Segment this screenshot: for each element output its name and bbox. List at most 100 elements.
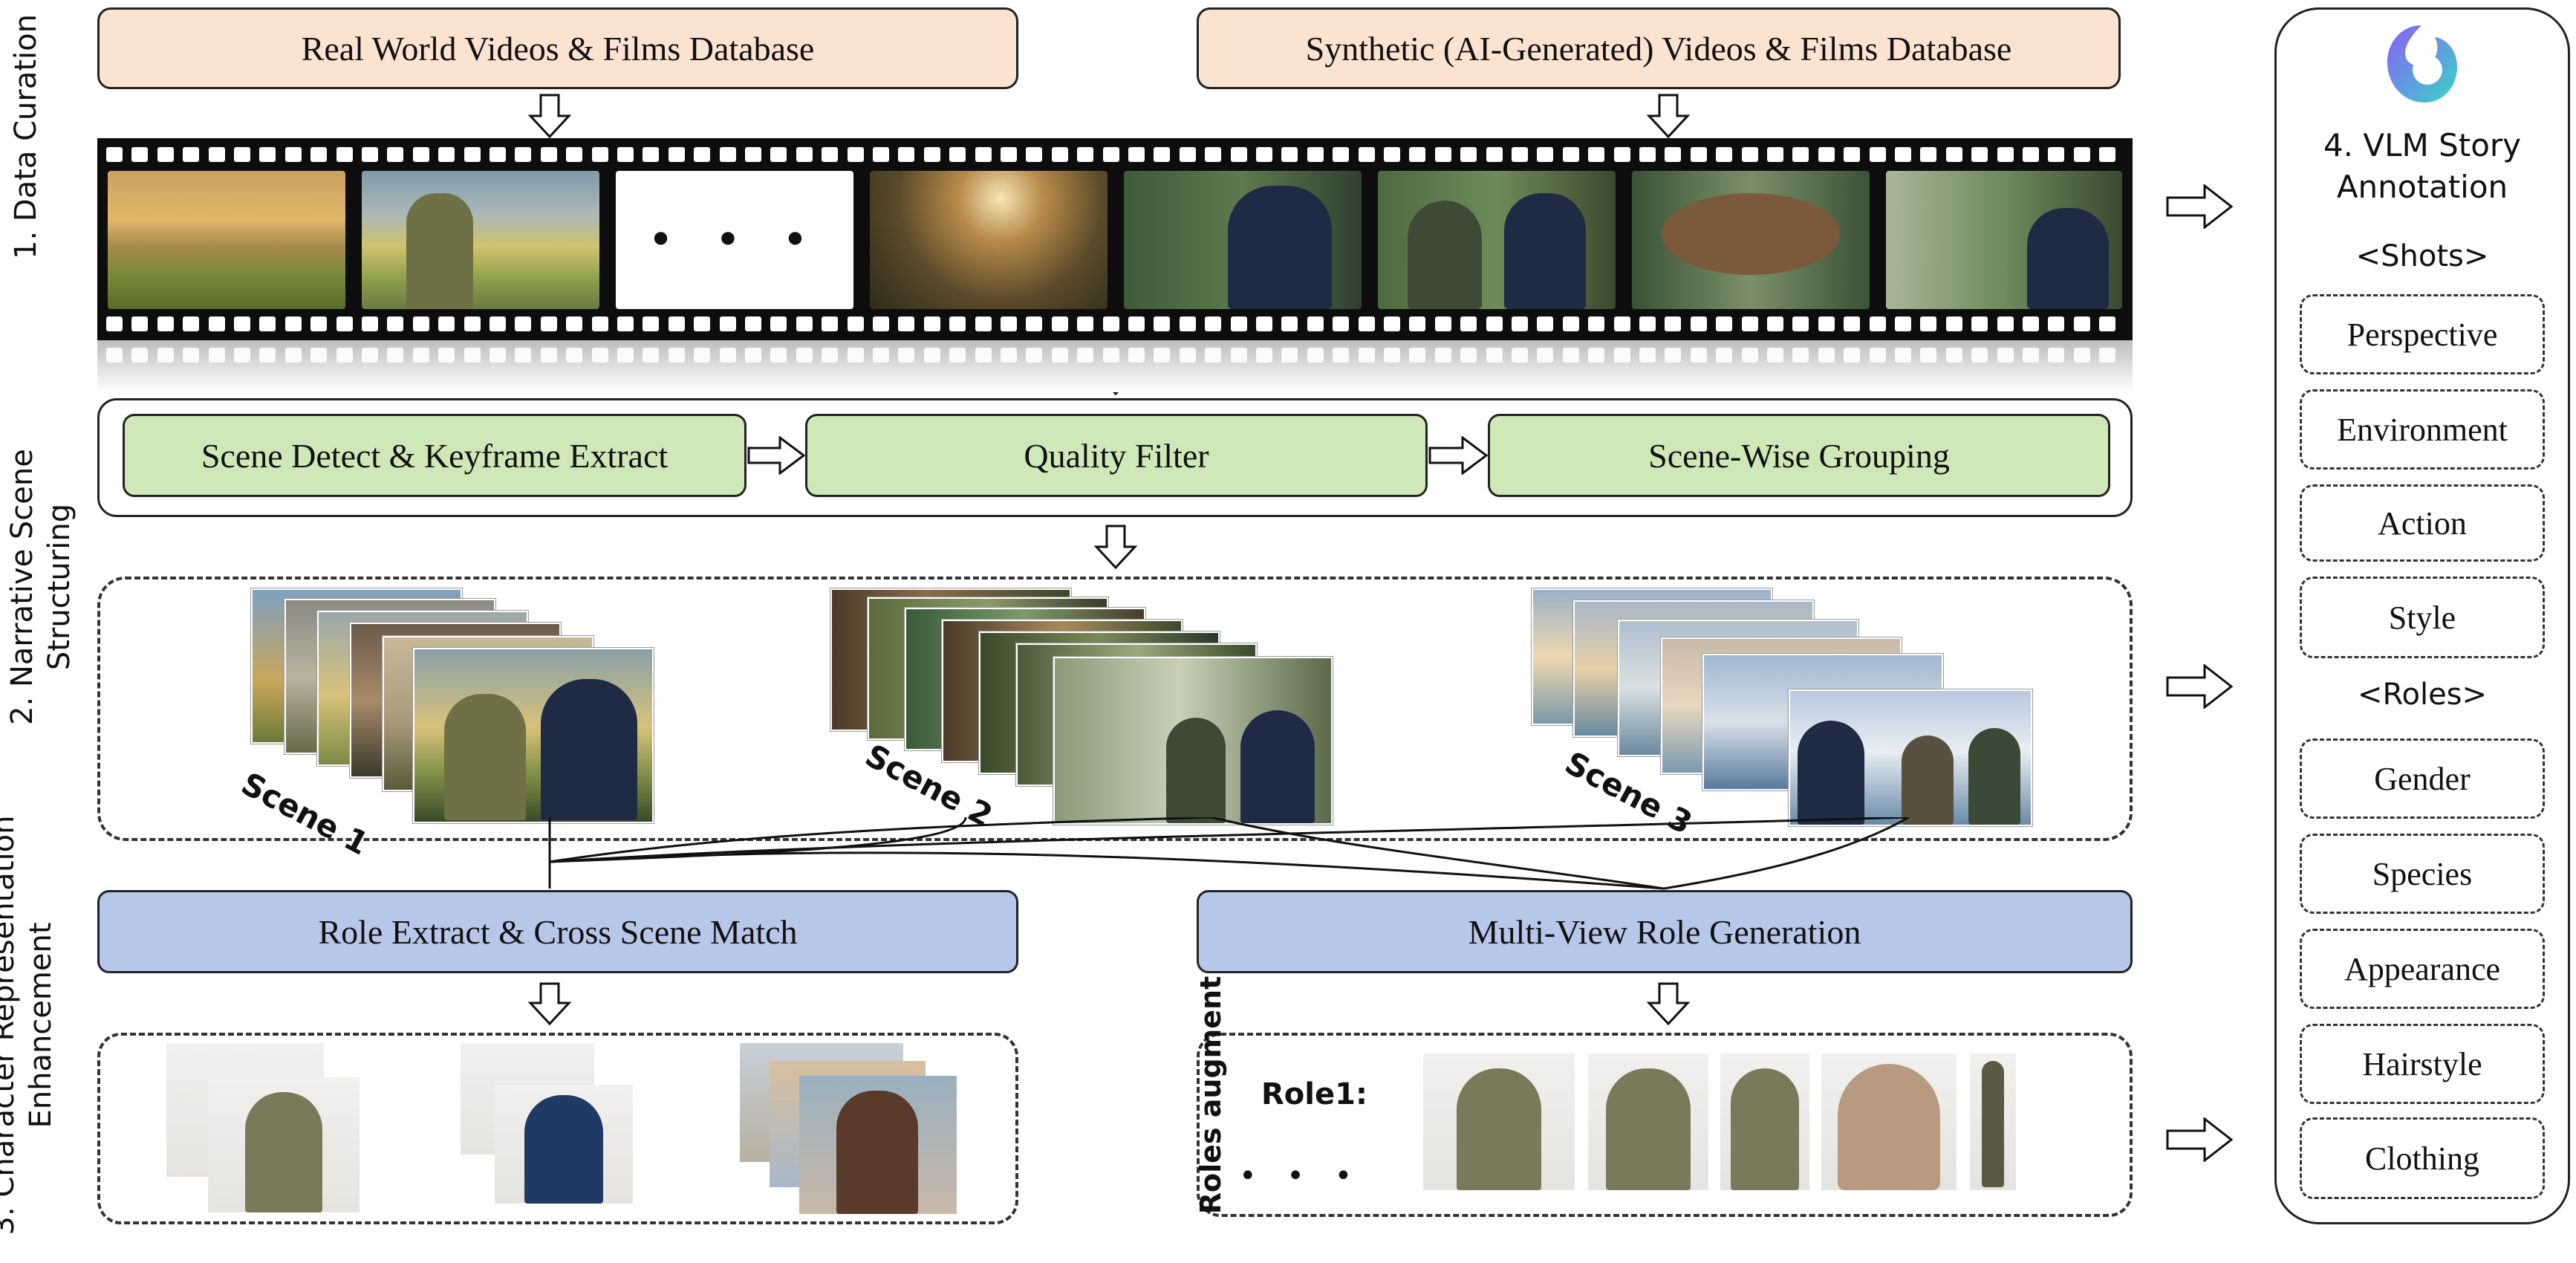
film-sprocket-hole [1307,147,1324,162]
film-sprocket-hole [873,348,889,363]
arrow-right-icon [747,436,805,475]
film-sprocket-hole [1409,316,1426,331]
film-sprocket-hole [489,348,506,363]
film-sprocket-hole [438,348,455,363]
person-silhouette [541,679,637,820]
film-sprocket-hole [438,316,455,331]
film-sprocket-hole [1767,316,1783,331]
film-sprocket-hole [1792,316,1809,331]
film-sprocket-hole [796,316,813,331]
annotation-action-label: Action [2378,504,2467,542]
film-sprocket-hole [1895,348,1911,363]
film-sprocket-hole [1818,147,1835,162]
film-sprocket-hole [1333,348,1350,363]
film-sprocket-hole [310,147,328,162]
film-sprocket-hole [1741,348,1758,363]
role-view-side [1720,1053,1809,1190]
film-sprocket-hole [1026,348,1043,363]
shots-header: <Shots> [2355,239,2489,273]
film-sprocket-hole [1895,147,1911,162]
role-portrait [208,1077,360,1212]
film-sprocket-hole [1154,348,1171,363]
film-sprocket-hole [1869,147,1886,162]
film-sprocket-hole [208,147,225,162]
film-sprocket-hole [259,316,276,331]
film-sprocket-hole [1333,316,1350,331]
film-sprocket-hole [796,147,813,162]
role-view-fullbody [1970,1053,2016,1190]
film-sprocket-hole [336,147,353,162]
vlm-logo-icon [2387,25,2457,103]
film-sprocket-hole [234,147,250,162]
scene-detect-box: Scene Detect & Keyframe Extract [123,414,747,497]
film-sprocket-hole [1997,316,2014,331]
film-sprocket-hole [1384,316,1400,331]
film-sprocket-hole [1844,316,1861,331]
film-sprocket-hole [1409,348,1426,363]
film-sprocket-hole [1256,348,1272,363]
film-sprocket-hole [873,147,889,162]
film-sprocket-hole [234,316,250,331]
person-silhouette [406,193,473,309]
roles-header: <Roles> [2357,678,2488,712]
film-sprocket-hole [923,316,940,331]
film-sprocket-hole [1869,316,1886,331]
film-frame-trucks [108,171,345,309]
film-strip: • • • [97,138,2133,340]
real-database-box: Real World Videos & Films Database [97,7,1018,89]
annotation-action: Action [2300,484,2545,562]
film-sprocket-hole [1741,316,1758,331]
film-sprocket-hole [284,316,302,331]
person-silhouette [1606,1068,1691,1190]
film-sprocket-hole [591,147,608,162]
film-sprocket-hole [694,316,711,331]
film-sprocket-hole [566,316,583,331]
film-sprocket-hole [2073,348,2090,363]
role-extract-box: Role Extract & Cross Scene Match [97,890,1018,973]
film-sprocket-hole [770,348,787,363]
real-database-label: Real World Videos & Films Database [301,29,815,68]
vlm-annotation-panel [2274,7,2570,1224]
arrow-right-icon [2166,664,2233,709]
film-sprocket-hole [1486,316,1503,331]
person-silhouette [1240,710,1315,823]
film-sprocket-hole [1434,348,1451,363]
person-silhouette [1902,736,1954,825]
film-sprocket-hole [1051,348,1068,363]
film-sprocket-hole [1486,348,1503,363]
film-sprocket-hole [1588,316,1605,331]
film-sprocket-hole [1026,147,1043,162]
film-sprocket-hole [719,147,736,162]
film-sprocket-hole [1077,316,1094,331]
film-sprocket-hole [643,316,660,331]
annotation-style-label: Style [2388,599,2456,636]
film-sprocket-hole [1562,316,1579,331]
film-sprocket-hole [183,147,200,162]
film-sprocket-hole [694,147,711,162]
arrow-down-icon [527,94,572,139]
film-sprocket-hole [719,348,736,363]
film-frame-forest-people [1886,171,2122,309]
person-silhouette [444,694,526,820]
film-frame-man-glasses [1124,171,1362,309]
film-sprocket-hole [1997,348,2014,363]
film-sprocket-hole [770,147,787,162]
film-sprocket-hole [1971,147,1988,162]
film-sprocket-hole [131,147,149,162]
film-sprocket-hole [1307,348,1324,363]
film-sprocket-hole [1997,147,2014,162]
film-sprocket-hole [1665,316,1682,331]
film-sprocket-hole [1537,147,1554,162]
film-sprocket-hole [259,147,276,162]
film-sprocket-hole [1945,348,1962,363]
film-sprocket-hole [1102,316,1119,331]
film-sprocket-hole [2023,316,2039,331]
film-sprocket-hole [464,316,481,331]
film-sprocket-hole [1588,147,1605,162]
film-frame-owl [1632,171,1870,309]
annotation-appearance: Appearance [2300,929,2545,1009]
annotation-style: Style [2300,577,2545,658]
film-sprocket-hole [1562,147,1579,162]
scene-connector-lines [548,817,1910,890]
film-sprocket-hole [412,316,429,331]
